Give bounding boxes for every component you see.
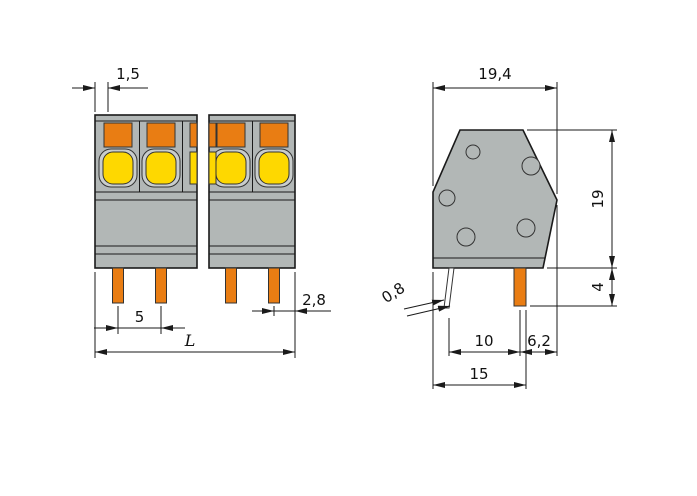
dim-label-15: 15 xyxy=(469,365,488,383)
solder-pin xyxy=(155,267,167,304)
dimension-19-4: 19,4 xyxy=(432,65,558,194)
dimension-15: 15 xyxy=(432,272,527,389)
dim-label-1-5: 1,5 xyxy=(116,65,140,83)
push-button-sliver xyxy=(189,151,198,185)
dim-label-4: 4 xyxy=(589,282,607,292)
dimension-0-8: 0,8 xyxy=(378,279,451,317)
actuator-opening xyxy=(216,122,246,148)
solder-pin xyxy=(268,267,280,304)
dim-label-19-4: 19,4 xyxy=(478,65,511,83)
side-view xyxy=(432,129,558,309)
mounting-hole xyxy=(521,156,541,176)
dim-label-5: 5 xyxy=(135,308,145,326)
dimension-1-5: 1,5 xyxy=(72,65,148,112)
mounting-hole xyxy=(465,144,481,160)
dimension-5: 5 xyxy=(94,306,185,334)
dimension-19: 19 xyxy=(527,129,617,269)
flat-solder-pin xyxy=(443,267,455,309)
dim-label-0-8: 0,8 xyxy=(378,279,408,307)
mounting-hole xyxy=(456,227,476,247)
front-view xyxy=(94,114,296,304)
push-button xyxy=(258,151,290,185)
mounting-hole xyxy=(438,189,456,207)
push-button-sliver xyxy=(208,151,217,185)
push-button xyxy=(102,151,134,185)
dim-label-L: L xyxy=(184,331,196,350)
leader-line xyxy=(403,299,445,310)
actuator-opening-sliver xyxy=(208,122,217,148)
push-button xyxy=(145,151,177,185)
solder-pin xyxy=(112,267,124,304)
solder-pin xyxy=(513,267,527,307)
actuator-opening xyxy=(259,122,289,148)
push-button xyxy=(215,151,247,185)
dim-label-19: 19 xyxy=(589,189,607,208)
actuator-opening xyxy=(103,122,133,148)
dim-label-6-2: 6,2 xyxy=(527,332,551,350)
dimension-2-8: 2,8 xyxy=(252,272,331,358)
leader-line xyxy=(406,305,451,317)
dimension-L: L xyxy=(94,272,295,358)
dim-label-10: 10 xyxy=(474,332,493,350)
solder-pin xyxy=(225,267,237,304)
actuator-opening xyxy=(146,122,176,148)
dim-label-2-8: 2,8 xyxy=(302,291,326,309)
dimension-10: 10 xyxy=(448,310,521,356)
mounting-hole xyxy=(516,218,536,238)
dimension-4: 4 xyxy=(530,268,617,307)
actuator-opening-sliver xyxy=(189,122,198,148)
